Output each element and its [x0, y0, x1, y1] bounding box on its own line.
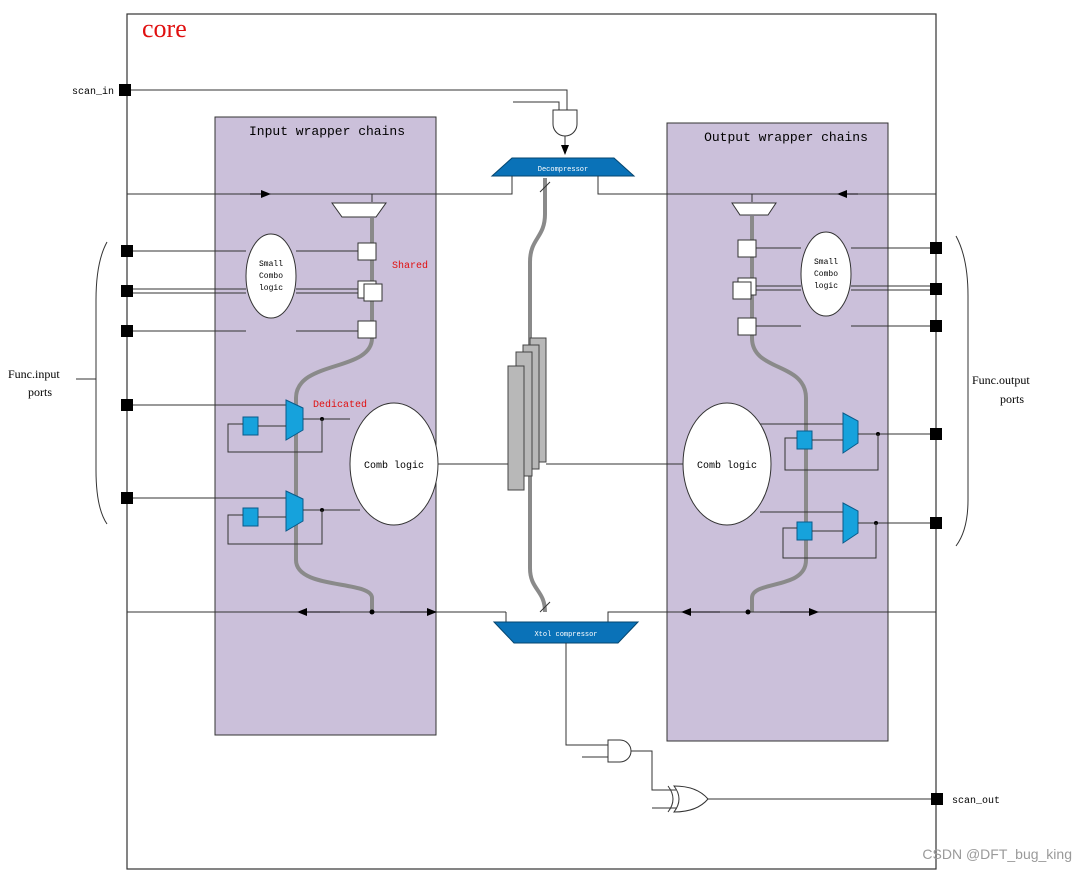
func-output-pin-4 — [930, 428, 942, 440]
output-dedicated-cell-2 — [796, 521, 813, 541]
input-wrapper-chain-title: Input wrapper chains — [249, 124, 405, 139]
func-output-label-line2: ports — [1000, 392, 1024, 406]
func-input-brace — [95, 241, 108, 525]
shared-annotation: Shared — [392, 260, 428, 272]
output-comb-logic — [682, 402, 772, 526]
output-comb-logic-label: Comb logic — [697, 460, 757, 472]
output-shared-cell-2b — [732, 281, 752, 300]
core-boundary — [126, 13, 937, 870]
func-input-label-line1: Func.input — [8, 367, 60, 381]
scan-in-label: scan_in — [72, 86, 114, 98]
input-chain-top-mux — [331, 202, 387, 218]
output-small-combo-line1: Small — [814, 258, 838, 267]
input-small-combo-line2: Combo — [259, 272, 283, 281]
center-scan-path — [528, 178, 547, 613]
input-scan-path — [294, 218, 374, 612]
output-small-combo-line2: Combo — [814, 270, 838, 279]
func-input-label-line2: ports — [28, 385, 52, 399]
core-title: core — [142, 14, 187, 43]
output-wrapper-chain-title: Output wrapper chains — [704, 130, 868, 145]
output-chain-bottom-wire — [607, 611, 936, 622]
func-output-pin-1 — [930, 242, 942, 254]
func-output-brace — [955, 235, 969, 547]
output-shared-cell-1 — [737, 239, 757, 258]
func-input-pin-5 — [121, 492, 133, 504]
xtol-compressor — [492, 621, 640, 644]
input-shared-cell-2b — [363, 283, 383, 302]
and-gate-top — [552, 109, 578, 137]
center-bus-slash-top — [539, 181, 551, 193]
func-input-pin-2 — [121, 285, 133, 297]
input-dedicated-mux-1 — [285, 399, 304, 441]
func-input-pin-1 — [121, 245, 133, 257]
input-dedicated-cell-2 — [242, 507, 259, 527]
func-input-pin-4 — [121, 399, 133, 411]
input-shared-cell-3 — [357, 320, 377, 339]
dedicated-annotation: Dedicated — [313, 399, 367, 411]
func-output-pin-5 — [930, 517, 942, 529]
output-chain-top-wire — [597, 176, 936, 195]
and-gate-bottom — [607, 739, 632, 763]
output-small-combo-line3: logic — [814, 282, 838, 291]
decompressor-label: Decompressor — [538, 166, 588, 174]
func-output-pin-3 — [930, 320, 942, 332]
decompressor — [490, 157, 636, 177]
input-dedicated-cell-1 — [242, 416, 259, 436]
scan-out-pin — [931, 793, 943, 805]
output-small-combo-logic — [800, 231, 852, 317]
output-scan-path — [750, 216, 808, 612]
center-bus-slash-bottom — [539, 601, 551, 613]
scan-in-wire — [131, 89, 568, 110]
output-shared-cell-3 — [737, 317, 757, 336]
input-dedicated-mux-2 — [285, 490, 304, 532]
input-shared-cell-1 — [357, 242, 377, 261]
func-output-pin-2 — [930, 283, 942, 295]
xtol-compressor-label: Xtol compressor — [534, 631, 597, 639]
input-comb-logic — [349, 402, 439, 526]
watermark: CSDN @DFT_bug_king — [922, 846, 1072, 862]
scan-out-label: scan_out — [952, 796, 1000, 807]
input-comb-logic-label: Comb logic — [364, 460, 424, 472]
output-chain-top-mux — [731, 202, 777, 216]
and-top-input-2 — [513, 101, 560, 110]
internal-chain-stack-1 — [507, 365, 525, 491]
xor-gate — [672, 785, 709, 813]
output-dedicated-mux-2 — [842, 502, 859, 544]
scan-in-pin — [119, 84, 131, 96]
input-small-combo-line3: logic — [259, 284, 283, 293]
output-dedicated-cell-1 — [796, 430, 813, 450]
input-small-combo-logic — [245, 233, 297, 319]
func-input-pin-3 — [121, 325, 133, 337]
input-small-combo-line1: Small — [259, 260, 283, 269]
func-output-label-line1: Func.output — [972, 373, 1030, 387]
